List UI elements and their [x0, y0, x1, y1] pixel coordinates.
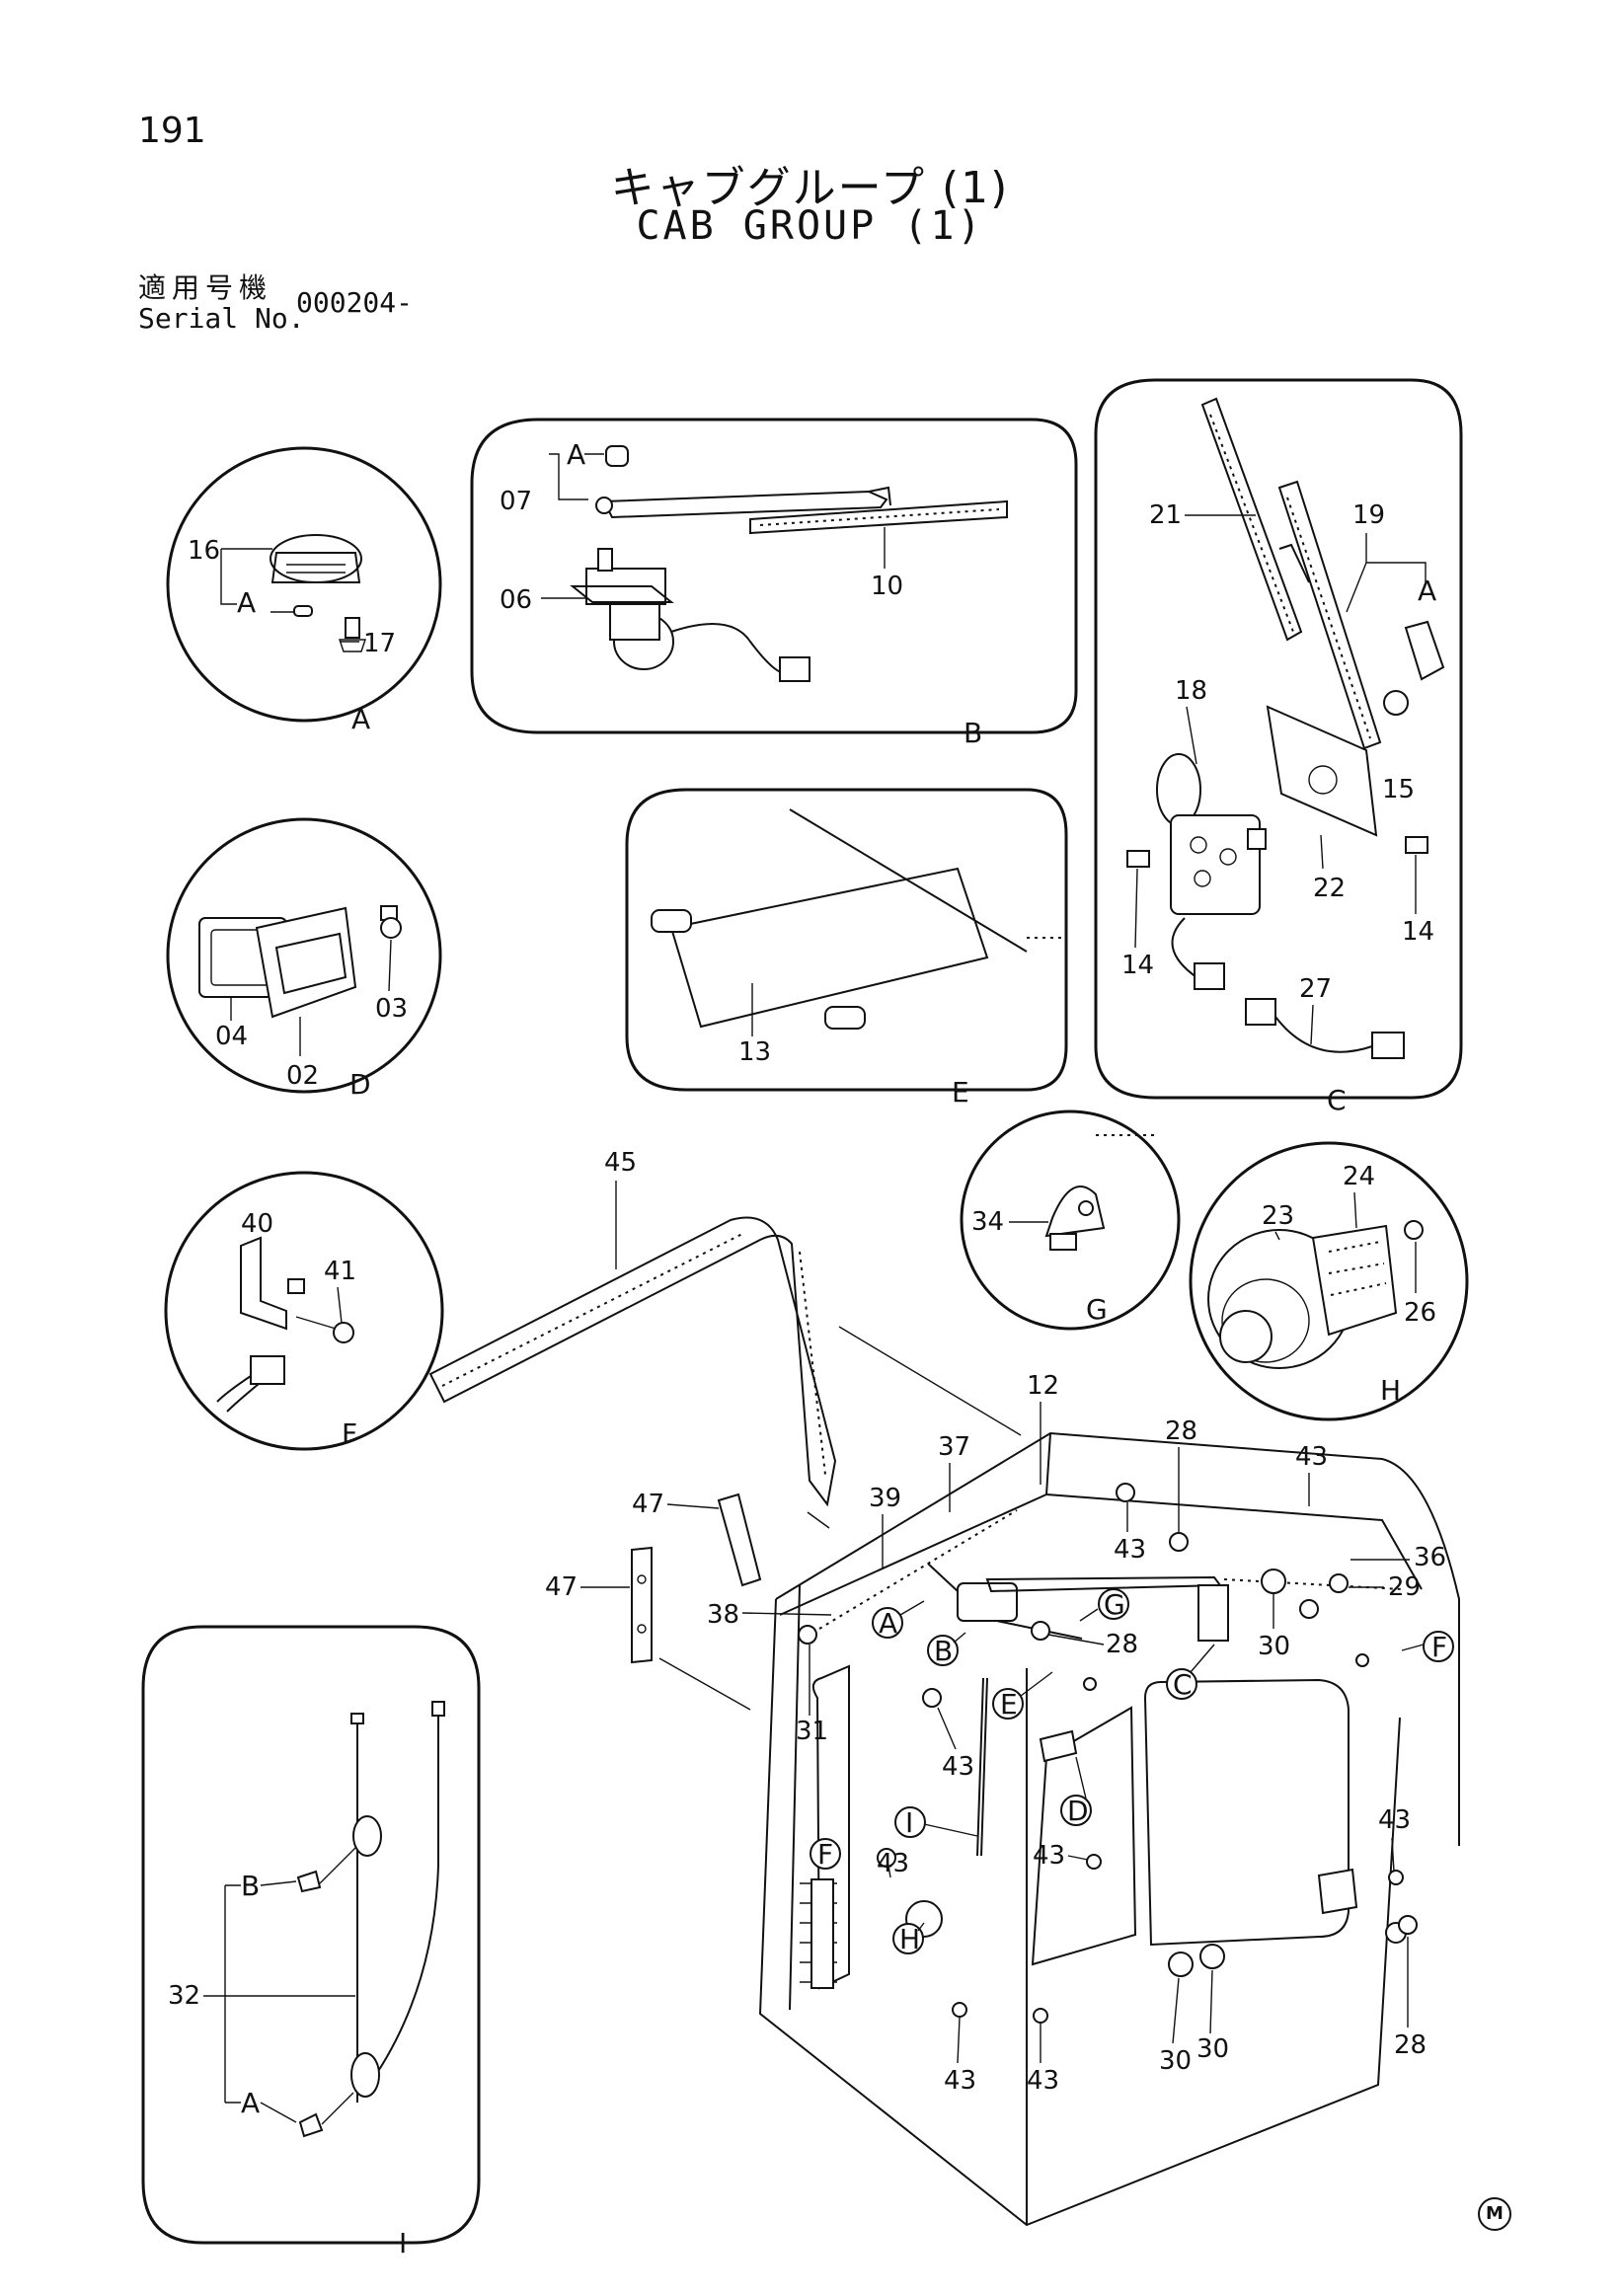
callout-43-e: 43 [1378, 1805, 1411, 1835]
serial-number-value: 000204- [296, 286, 414, 319]
sub-ref-a-b: A [567, 438, 585, 471]
callout-43-b: 43 [942, 1752, 974, 1782]
cab-ref-g: G [1104, 1588, 1125, 1621]
callout-47-top: 47 [632, 1490, 664, 1519]
callout-43-d: 43 [1033, 1841, 1065, 1871]
callout-43-c: 43 [877, 1849, 909, 1878]
cab-ref-i: I [905, 1806, 913, 1839]
detail-view-c: 21 19 A 18 15 22 14 14 27 C [1094, 378, 1463, 1116]
page-title-english: CAB GROUP (1) [636, 203, 984, 249]
callout-14-left: 14 [1121, 951, 1154, 980]
cab-ref-h: H [899, 1923, 920, 1955]
callout-04: 04 [215, 1022, 248, 1051]
callout-02: 02 [286, 1061, 319, 1091]
callout-14-right: 14 [1402, 917, 1434, 947]
callout-28-bottom: 28 [1394, 2030, 1427, 2060]
callout-43-g: 43 [1027, 2066, 1059, 2096]
callout-31: 31 [796, 1717, 828, 1746]
detail-view-h: 23 24 26 H [1189, 1141, 1469, 1421]
callout-26: 26 [1404, 1298, 1436, 1328]
callout-30-top: 30 [1258, 1632, 1290, 1661]
sub-ref-a: A [237, 586, 256, 619]
callout-37: 37 [938, 1432, 970, 1462]
callout-13: 13 [738, 1037, 771, 1067]
detail-view-g: 34 G [960, 1110, 1181, 1331]
callout-28-mid: 28 [1106, 1630, 1138, 1659]
callout-28-top: 28 [1165, 1416, 1197, 1446]
callout-06: 06 [500, 585, 532, 615]
callout-12: 12 [1027, 1371, 1059, 1401]
detail-label-c: C [1327, 1084, 1347, 1116]
callout-40: 40 [241, 1209, 273, 1239]
detail-label-d: D [349, 1068, 371, 1101]
detail-view-b: A 07 06 10 B [470, 418, 1078, 749]
callout-43-a: 43 [1114, 1535, 1146, 1565]
detail-label-f: F [342, 1417, 357, 1450]
serial-label-english: Serial No. [138, 302, 305, 335]
callout-18: 18 [1175, 676, 1207, 706]
callout-36: 36 [1414, 1543, 1446, 1572]
detail-label-h: H [1380, 1374, 1401, 1407]
sub-ref-a-c: A [1418, 574, 1436, 607]
callout-39: 39 [869, 1484, 901, 1513]
callout-19: 19 [1352, 500, 1385, 530]
detail-view-a: 16 17 A A [166, 446, 442, 735]
cab-ref-f-right: F [1431, 1631, 1447, 1663]
detail-view-e: 13 E [625, 788, 1068, 1109]
callout-07: 07 [500, 487, 532, 516]
detail-label-e: E [952, 1076, 969, 1109]
callout-30-left: 30 [1159, 2046, 1192, 2076]
callout-41: 41 [324, 1257, 356, 1286]
callout-22: 22 [1313, 874, 1346, 903]
callout-32: 32 [168, 1981, 200, 2011]
corner-m-mark: M [1478, 2197, 1511, 2231]
page-number: 191 [138, 111, 206, 151]
serial-label-japanese: 適用号機 [138, 271, 273, 304]
callout-16: 16 [188, 536, 220, 566]
detail-view-f: 40 41 F [164, 1171, 444, 1451]
callout-30-right: 30 [1196, 2034, 1229, 2064]
detail-view-d: 04 02 03 D [166, 817, 442, 1101]
callout-24: 24 [1343, 1162, 1375, 1191]
callout-45: 45 [604, 1148, 637, 1178]
callout-34: 34 [971, 1207, 1004, 1237]
callout-47-bottom: 47 [545, 1572, 578, 1602]
page-title-japanese: キャブグループ (1) [610, 163, 1010, 213]
cab-ref-e: E [1000, 1688, 1018, 1721]
sub-ref-b-i: B [241, 1870, 260, 1902]
callout-15: 15 [1382, 775, 1415, 804]
detail-label-b: B [964, 717, 982, 749]
detail-label-a: A [351, 703, 370, 735]
detail-view-i: 32 B A I [141, 1625, 481, 2259]
main-cab-assembly: A B G E C D F F I H 45 12 37 39 47 47 38… [428, 1134, 1460, 2227]
callout-29: 29 [1388, 1572, 1421, 1602]
detail-label-i: I [399, 2227, 407, 2259]
callout-27: 27 [1299, 974, 1332, 1004]
cab-ref-b: B [934, 1635, 953, 1667]
cab-ref-d: D [1067, 1795, 1089, 1827]
cab-ref-a: A [879, 1607, 897, 1640]
callout-23: 23 [1262, 1201, 1294, 1231]
callout-03: 03 [375, 994, 408, 1024]
callout-21: 21 [1149, 500, 1182, 530]
callout-17: 17 [363, 629, 396, 658]
detail-label-g: G [1086, 1293, 1108, 1326]
callout-43-f: 43 [944, 2066, 976, 2096]
cab-ref-f-left: F [817, 1838, 833, 1871]
callout-10: 10 [871, 572, 903, 601]
callout-43-top: 43 [1295, 1442, 1328, 1472]
callout-38: 38 [707, 1600, 739, 1630]
sub-ref-a-i: A [241, 2087, 260, 2119]
cab-ref-c: C [1173, 1668, 1193, 1701]
